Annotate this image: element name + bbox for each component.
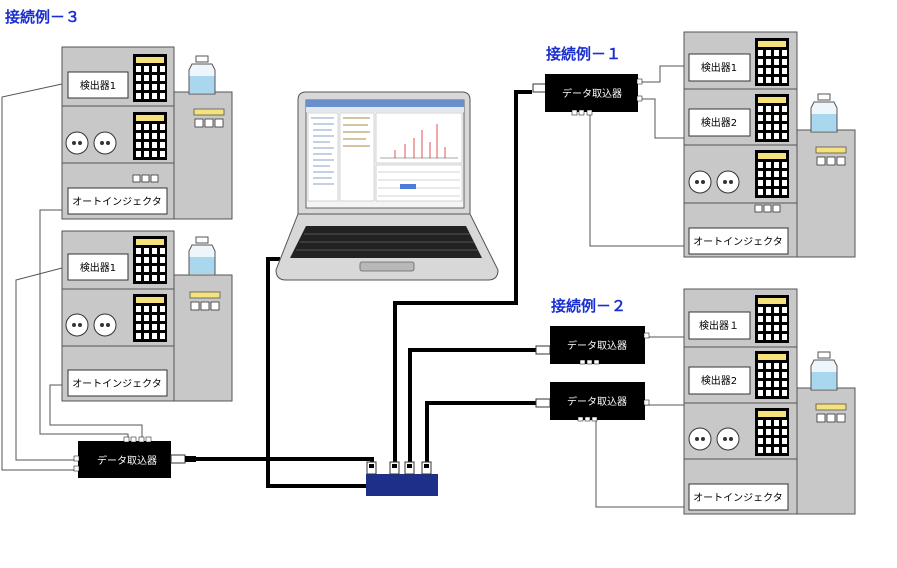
data-logger-body [550,382,645,420]
data-logger-ex3: データ取込器 [73,436,196,478]
autoinjector-label: オートインジェクタ [693,492,783,504]
data-logger-label: データ取込器 [562,87,622,100]
laptop-pc [275,91,499,281]
detector-1-label: 検出器１ [699,319,739,332]
detector-label-box [688,108,751,137]
data-logger-body [550,326,645,364]
autoinjector-label: オートインジェクタ [72,196,162,208]
instrument-stack-ex1: 検出器1 検出器2 オートインジェクタ [683,31,856,258]
data-logger-ex2-a: データ取込器 [535,326,650,365]
title-example-3: 接続例－３ [5,8,80,26]
instrument-stack-ex2: 検出器１ 検出器2 オートインジェクタ [683,288,856,515]
detector-1-label: 検出器1 [80,79,116,92]
detector-label-box [67,253,129,281]
detector-label-box [688,311,751,340]
title-example-1: 接続例－１ [546,45,621,63]
data-logger-ex2-b: データ取込器 [535,382,650,422]
data-logger-label: データ取込器 [567,339,627,352]
detector-2-label: 検出器2 [701,116,737,129]
autoinjector-label-box [67,187,168,215]
usb-cables [196,90,536,488]
usb-hub [366,461,438,496]
title-example-2: 接続例－２ [551,297,626,315]
instrument-stack-ex3-b: 検出器1 オートインジェクタ [61,230,233,402]
detector-1-label: 検出器1 [80,261,116,274]
chromatogram-window [375,112,463,164]
data-logger-body [78,441,171,478]
detector-2-label: 検出器2 [701,374,737,387]
autoinjector-label: オートインジェクタ [693,236,783,248]
autoinjector-label-box [688,227,789,255]
autoinjector-label: オートインジェクタ [72,378,162,390]
laptop-touchpad [359,261,415,272]
instrument-stack-ex3-a: 検出器1 オートインジェクタ [61,46,233,220]
data-logger-body [545,74,638,112]
data-logger-label: データ取込器 [567,395,627,408]
detector-label-box [688,53,751,82]
usb-hub-body [366,474,438,496]
detector-1-label: 検出器1 [701,61,737,74]
autoinjector-label-box [688,483,789,511]
signal-wires [1,65,684,508]
detector-label-box [67,71,129,99]
data-logger-label: データ取込器 [97,454,157,467]
detector-label-box [688,366,751,395]
autoinjector-label-box [67,369,168,397]
data-logger-ex1: データ取込器 [532,74,643,116]
